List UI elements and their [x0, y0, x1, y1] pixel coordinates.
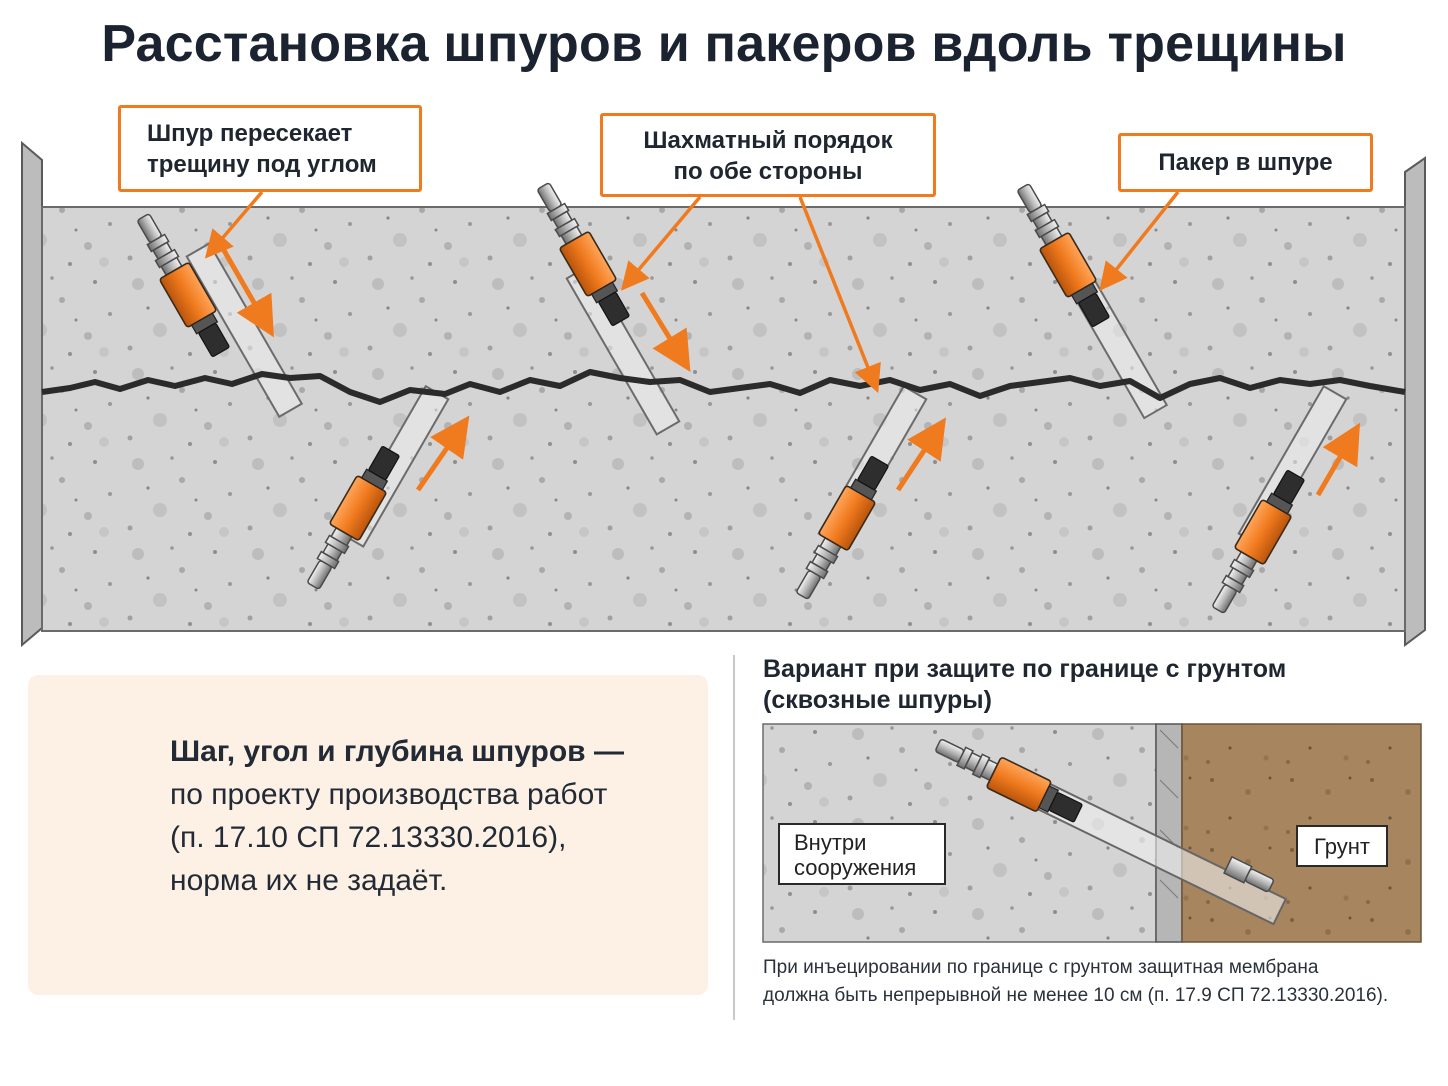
arrow-down-2 [639, 291, 691, 373]
note-line-1: по проекту производства работ [170, 778, 608, 811]
leader-chess-a [620, 195, 702, 291]
variant-title: Вариант при защите по границе с грунтом … [763, 654, 1423, 716]
leader-angle [204, 190, 264, 259]
left-wall-edge [21, 140, 43, 648]
leader-chess-b [798, 196, 881, 394]
label-ground: Грунт [1296, 825, 1388, 867]
callout-leaders [204, 190, 1180, 394]
callout-drill-angle: Шпур пересекает трещину под углом [118, 105, 422, 192]
arrow-up-1 [415, 415, 470, 492]
leader-packer [1099, 190, 1180, 291]
label-ground-text: Грунт [1314, 834, 1370, 859]
right-wall-edge [1404, 156, 1426, 647]
note-line-2: (п. 17.10 СП 72.13330.2016), [170, 821, 567, 854]
variant-packer-tip [1223, 855, 1274, 893]
note-text: Шаг, угол и глубина шпуров — по проекту … [170, 730, 700, 902]
variant-caption: При инъецировании по границе с грунтом з… [763, 954, 1443, 1010]
variant-title-line1: Вариант при защите по границе с грунтом [763, 655, 1287, 683]
variant-caption-line2: должна быть непрерывной не менее 10 см (… [763, 985, 1389, 1006]
callout-drill-angle-line2: трещину под углом [147, 151, 377, 178]
callout-packer-in-hole-text: Пакер в шпуре [1158, 149, 1333, 176]
arrow-up-2 [895, 417, 947, 492]
callout-drill-angle-line1: Шпур пересекает [147, 120, 353, 147]
page-title: Расстановка шпуров и пакеров вдоль трещи… [101, 15, 1347, 73]
variant-title-line2: (сквозные шпуры) [763, 686, 992, 714]
callout-chess-order-line2: по обе стороны [673, 158, 863, 185]
concrete-slab [41, 206, 1406, 632]
callout-chess-order: Шахматный порядок по обе стороны [600, 113, 936, 197]
crack-line [41, 369, 1406, 405]
callout-chess-order-line1: Шахматный порядок [643, 127, 893, 154]
label-inside-line2: сооружения [794, 855, 917, 880]
note-bold-line: Шаг, угол и глубина шпуров — [170, 735, 624, 768]
callout-packer-in-hole: Пакер в шпуре [1118, 133, 1373, 192]
variant-membrane [1155, 723, 1183, 943]
note-line-3: норма их не задаёт. [170, 864, 448, 897]
variant-caption-line1: При инъецировании по границе с грунтом з… [763, 957, 1319, 978]
section-divider [733, 655, 735, 1020]
note-box [28, 675, 708, 995]
label-inside-structure: Внутри сооружения [778, 823, 946, 885]
injection-arrows [215, 238, 1361, 497]
label-inside-line1: Внутри [794, 830, 867, 855]
arrow-up-3 [1315, 422, 1361, 497]
